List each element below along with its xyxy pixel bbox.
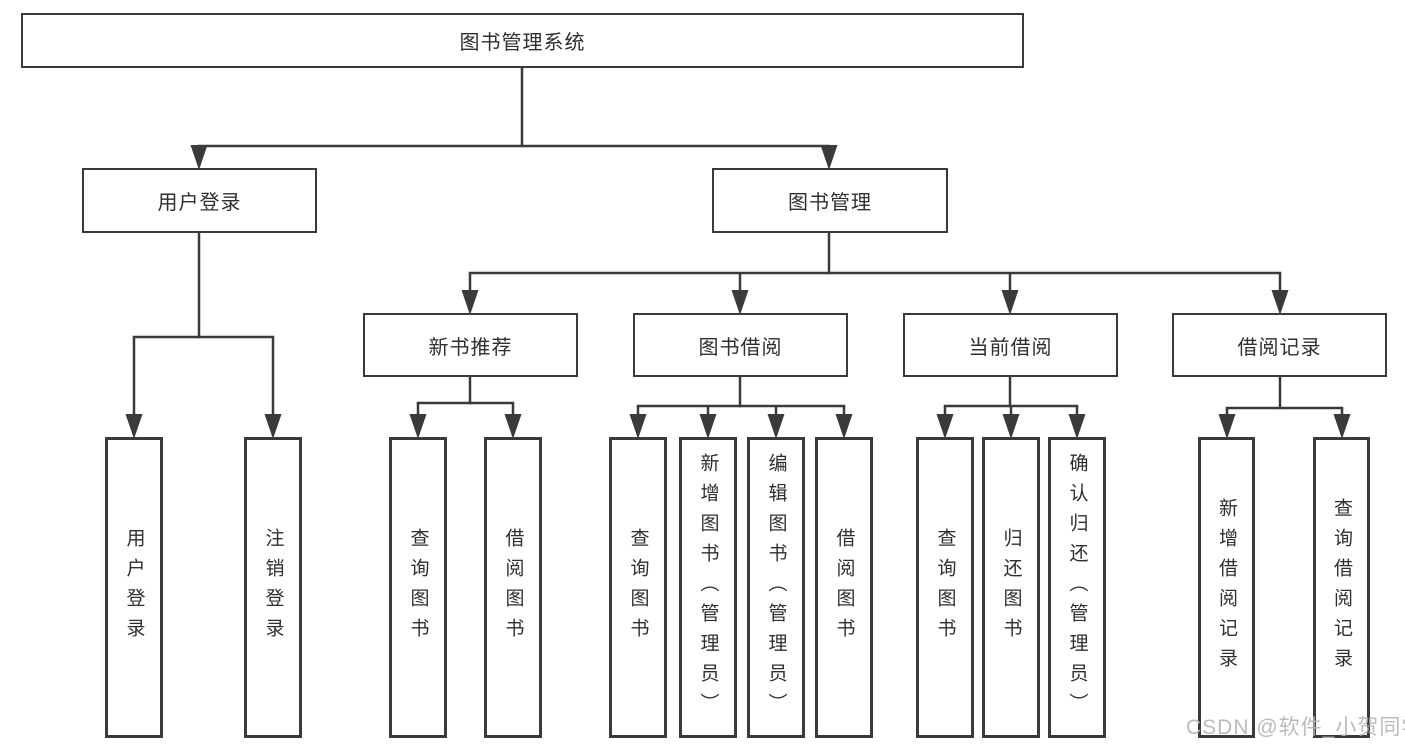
leaf-borrow-books-recommend-label: 借阅图书: [502, 527, 524, 648]
node-borrow-records: 借阅记录: [1172, 313, 1387, 377]
watermark: CSDN @软件_小贺同学: [1186, 716, 1405, 739]
node-book-management-label: 图书管理: [788, 192, 872, 214]
leaf-add-borrow-record: 新增借阅记录: [1198, 437, 1255, 738]
leaf-borrow-books-recommend: 借阅图书: [484, 437, 542, 738]
leaf-confirm-return-admin: 确认归还（管理员）: [1048, 437, 1106, 738]
node-book-borrow-label: 图书借阅: [698, 336, 783, 359]
leaf-add-book-admin: 新增图书（管理员）: [679, 437, 737, 738]
leaf-user-login-label: 用户登录: [123, 527, 145, 648]
node-book-management: 图书管理: [712, 168, 948, 233]
leaf-edit-book-admin: 编辑图书（管理员）: [747, 437, 805, 738]
leaf-confirm-return-admin-label: 确认归还（管理员）: [1066, 452, 1088, 723]
node-user-login-label: 用户登录: [157, 192, 242, 214]
leaf-query-borrow-record: 查询借阅记录: [1313, 437, 1370, 738]
leaf-query-borrow-record-label: 查询借阅记录: [1331, 497, 1352, 678]
leaf-query-books-recommend: 查询图书: [389, 437, 447, 738]
node-root-label: 图书管理系统: [459, 32, 586, 54]
leaf-user-login: 用户登录: [105, 437, 163, 738]
leaf-logout: 注销登录: [244, 437, 302, 738]
leaf-add-book-admin-label: 新增图书（管理员）: [697, 452, 719, 723]
node-new-book-recommend: 新书推荐: [363, 313, 578, 377]
leaf-query-books-borrow-label: 查询图书: [627, 527, 649, 648]
leaf-edit-book-admin-label: 编辑图书（管理员）: [765, 452, 787, 723]
leaf-borrow-books: 借阅图书: [815, 437, 873, 738]
leaf-return-book: 归还图书: [982, 437, 1040, 738]
leaf-logout-label: 注销登录: [262, 527, 284, 648]
node-borrow-records-label: 借阅记录: [1237, 336, 1322, 359]
leaf-query-books-recommend-label: 查询图书: [407, 527, 429, 648]
leaf-return-book-label: 归还图书: [1000, 527, 1022, 648]
node-user-login: 用户登录: [82, 168, 317, 233]
leaf-add-borrow-record-label: 新增借阅记录: [1216, 497, 1237, 678]
node-current-borrow-label: 当前借阅: [968, 336, 1053, 359]
node-book-borrow: 图书借阅: [633, 313, 848, 377]
leaf-query-books-borrow: 查询图书: [609, 437, 667, 738]
node-new-book-recommend-label: 新书推荐: [428, 336, 513, 359]
leaf-query-books-current-label: 查询图书: [934, 527, 956, 648]
leaf-borrow-books-label: 借阅图书: [833, 527, 855, 648]
leaf-query-books-current: 查询图书: [916, 437, 974, 738]
node-current-borrow: 当前借阅: [903, 313, 1118, 377]
node-root: 图书管理系统: [21, 13, 1024, 68]
